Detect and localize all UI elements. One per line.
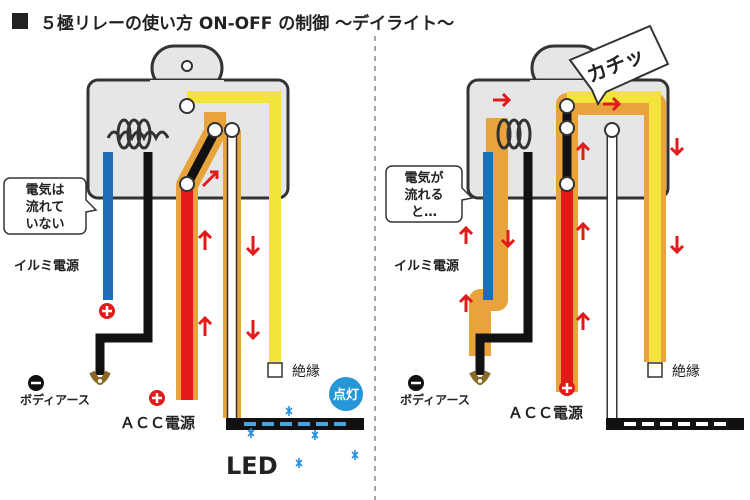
coil-loop-2 <box>126 118 142 150</box>
arrow-up-icon <box>197 315 213 336</box>
acc-label: ＡＣＣ電源 <box>508 404 583 422</box>
insulation-label: 絶縁 <box>292 364 320 380</box>
led-strip <box>226 418 364 430</box>
arrow-up-icon <box>575 221 591 240</box>
terminal-nc <box>224 122 240 138</box>
acc-label: ＡＣＣ電源 <box>120 414 195 432</box>
coil-loop-1 <box>496 118 512 150</box>
bubble-line-3: と… <box>411 205 437 220</box>
arrow-down-icon <box>500 230 516 249</box>
terminal-common <box>207 122 223 138</box>
left-panel: 絶縁 電気は 流れて いない イルミ電源 ボディアース ＡＣＣ電源 <box>3 44 364 480</box>
arrow-down-icon <box>669 138 685 157</box>
arrow-right-icon <box>603 96 622 112</box>
arrow-down-icon <box>669 236 685 255</box>
arrow-down-icon <box>245 236 261 257</box>
bubble-line-1: 電気は <box>25 182 64 198</box>
bubble-line-2: 流れて <box>26 199 65 215</box>
terminal-top <box>559 98 575 114</box>
black-wire <box>475 152 533 375</box>
insulation-cap <box>267 362 283 378</box>
lit-badge <box>329 377 363 411</box>
led-strip <box>606 418 744 430</box>
arrow-right-icon <box>493 92 512 108</box>
illumi-label: イルミ電源 <box>14 258 79 274</box>
sparkle-icon <box>247 406 359 468</box>
led-segments <box>244 422 346 426</box>
ground-terminal-hole <box>476 377 484 385</box>
coil-loop-3 <box>516 118 532 150</box>
lit-badge-text: 点灯 <box>333 387 359 403</box>
body-earth-label: ボディアース <box>400 392 470 407</box>
terminal-nc <box>604 122 620 138</box>
insulation-label: 絶縁 <box>672 364 700 380</box>
plus-mark <box>102 306 112 316</box>
led-segments <box>624 422 726 426</box>
insulation-cap <box>647 362 663 378</box>
mount-hole <box>181 60 193 72</box>
click-bubble <box>568 24 670 107</box>
terminal-acc <box>179 176 195 192</box>
relay-body-join <box>530 80 604 90</box>
body-earth-label: ボディアース <box>20 392 90 407</box>
plus-mark <box>152 393 162 403</box>
terminal-acc <box>559 176 575 192</box>
plus-mark <box>562 383 572 393</box>
led-label: LED <box>226 452 278 480</box>
arrow-up-icon <box>197 229 213 250</box>
coil-loop-3 <box>136 118 152 150</box>
coil-loop-2 <box>506 118 522 150</box>
arrow-up-icon <box>458 225 474 244</box>
right-speech-bubble <box>385 165 474 223</box>
switch-arm <box>183 129 219 188</box>
terminal-top <box>179 98 195 114</box>
arrow-up-icon <box>458 293 474 312</box>
page-title: ５極リレーの使い方 ON-OFF の制御 〜デイライト〜 <box>40 13 454 34</box>
bubble-line-3: いない <box>25 217 64 232</box>
coil-loop-1 <box>116 118 132 150</box>
illumi-label: イルミ電源 <box>394 258 459 274</box>
arrow-up-right-icon <box>201 170 219 188</box>
arrow-up-icon <box>575 311 591 330</box>
left-speech-bubble <box>3 177 98 235</box>
arrow-down-icon <box>245 320 261 341</box>
bubble-line-1: 電気が <box>404 170 443 186</box>
yellow-wire <box>187 91 281 362</box>
terminal-common <box>559 120 575 136</box>
right-panel: カチッ 電気が 流れる と… イルミ電源 ボディアース ＡＣＣ電源 絶縁 <box>385 24 744 430</box>
arrow-up-icon <box>575 141 591 160</box>
relay-body-join <box>150 80 224 90</box>
ground-terminal-hole <box>96 377 104 385</box>
title-square-icon <box>12 13 28 29</box>
black-wire <box>95 152 153 375</box>
bubble-line-2: 流れる <box>404 187 443 203</box>
